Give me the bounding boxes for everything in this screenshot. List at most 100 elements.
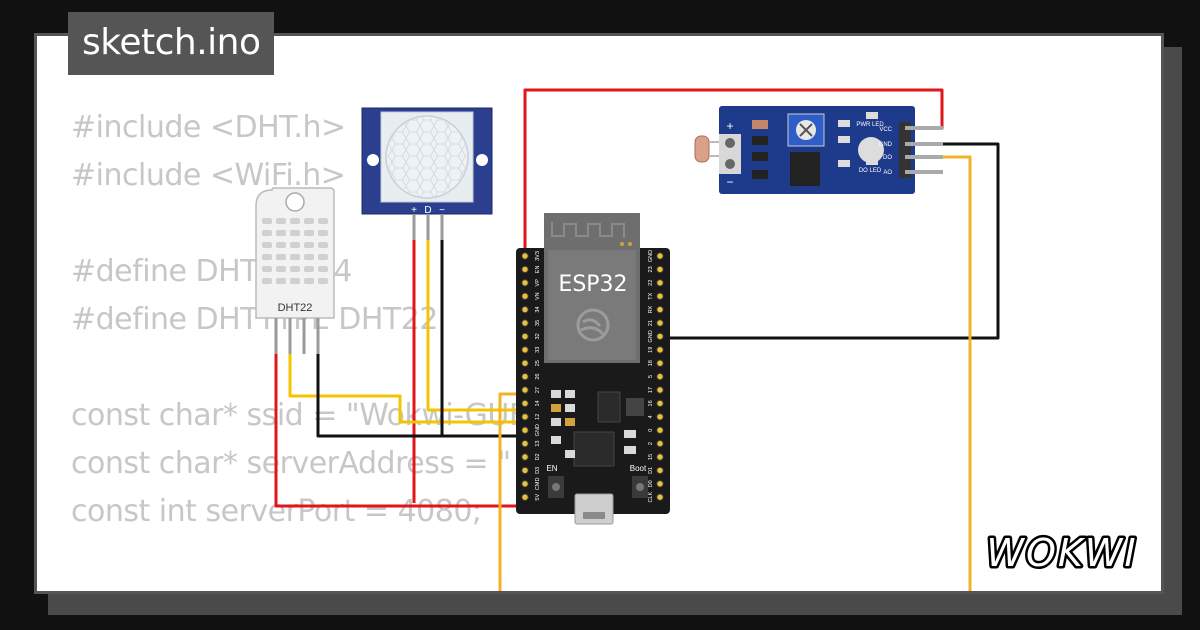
esp32-pin-label: 21 [648,320,654,326]
esp32-pin[interactable] [656,426,664,434]
espressif-logo-icon [576,308,610,342]
code-line: const int serverPort = 4080; [71,494,482,529]
esp32-pin[interactable] [521,332,529,341]
esp32-pin-label: 22 [648,280,654,286]
esp32-pin[interactable] [656,399,664,408]
pir-pins [412,214,444,240]
esp32-pin-label: EN [535,266,541,274]
ldr-module[interactable]: + − PWR LED DO LED [694,106,943,194]
esp32-pin-label: 13 [535,441,541,447]
esp32-pin[interactable] [521,466,529,475]
esp32-pin[interactable] [521,413,529,421]
esp32-pin[interactable] [656,453,664,461]
esp32-pin-label: 35 [535,320,541,326]
esp32-pin-headers: 3V3ENVPVN343532332526271412GND13D2D3CMD5… [521,250,664,503]
filename-tab[interactable]: sketch.ino [68,12,275,75]
ldr-polarity-plus: + [726,119,733,133]
pir-pin-label-gnd: − [439,205,445,216]
esp32-pin[interactable] [656,439,664,448]
esp32-pin[interactable] [656,372,664,381]
esp32-pin[interactable] [521,399,529,408]
esp32-pin[interactable] [521,386,529,394]
esp32-pin-label: 34 [535,307,541,313]
esp32-pin[interactable] [521,426,529,434]
esp32-pin-label: 19 [648,347,654,353]
wire-yellow-pir-data[interactable] [426,218,525,412]
esp32-pin-label: 18 [648,360,654,366]
esp32-pin-label: VP [535,279,541,287]
esp32-pin-label: 14 [535,400,541,406]
esp32-pin[interactable] [521,279,529,287]
ldr-pin-gnd: GND [879,142,893,148]
esp32-pin[interactable] [656,493,664,501]
dht22-sensor[interactable]: DHT22 [255,187,335,354]
esp32-pin[interactable] [656,346,664,354]
esp32-pin[interactable] [656,386,664,394]
esp32-pin-label: 26 [535,374,541,380]
esp32-pin-label: 12 [535,414,541,420]
esp32-pin-label: 15 [648,454,654,460]
ldr-pin-do: DO [883,155,892,161]
esp32-pin-label: 5V [535,494,541,501]
esp32-pin[interactable] [656,359,664,367]
wire-black-ldr-gnd[interactable] [660,142,1000,340]
code-preview: #include <DHT.h>#include <WiFi.h> #defin… [71,104,587,591]
esp32-pin-label: D2 [535,453,541,460]
esp32-pin[interactable] [656,305,664,314]
code-line: WiFiClient TCPclient; [71,584,587,591]
esp32-pin[interactable] [656,319,664,327]
wire-orange-ldr-do[interactable] [905,155,972,600]
esp32-pin[interactable] [521,292,529,300]
esp32-pin-label: D0 [648,480,654,487]
wire-red-dht-5v[interactable] [274,352,525,508]
pir-pin-label-vcc: + [411,205,417,216]
esp32-pin[interactable] [656,413,664,421]
esp32-pin[interactable] [656,332,664,341]
esp32-pin[interactable] [656,265,664,274]
pwr-led-label: PWR LED [856,122,884,128]
esp32-pin[interactable] [656,279,664,287]
esp32-pin[interactable] [521,493,529,501]
esp32-pin-label: VN [535,292,541,300]
ldr-components [752,112,884,186]
ldr-polarity-minus: − [726,175,733,189]
esp32-pin[interactable] [656,466,664,475]
code-line: const char* serverAddress = " [71,446,511,481]
do-led-label: DO LED [859,168,882,174]
esp32-label: ESP32 [558,272,627,297]
esp32-pin[interactable] [521,346,529,354]
esp32-pin[interactable] [656,480,664,488]
esp32-pin-label: 3V3 [535,251,541,261]
esp32-pin[interactable] [521,359,529,367]
esp32-pin-label: 16 [648,400,654,406]
dht22-grille [262,218,328,284]
pir-sensor[interactable]: + D − [361,107,493,240]
esp32-pin[interactable] [521,480,529,488]
esp32-pin[interactable] [656,252,664,260]
ldr-pins [905,126,943,174]
esp32-pin[interactable] [521,305,529,314]
ldr-pin-ao: AO [883,170,892,176]
usb-port[interactable] [574,493,614,525]
esp32-pin-label: TX [648,292,654,299]
wires [274,88,1000,600]
esp32-pin-label: D3 [535,467,541,474]
esp32-pin[interactable] [656,292,664,300]
esp32-pin-label: GND [648,330,654,342]
boot-button[interactable] [632,476,648,498]
esp32-pin[interactable] [521,252,529,260]
en-button[interactable] [548,476,564,498]
esp32-pin[interactable] [521,372,529,381]
esp32-pin-label: RX [648,305,654,313]
dht22-label: DHT22 [278,302,313,314]
esp32-pin-label: 32 [535,333,541,339]
esp32-pin[interactable] [521,439,529,448]
esp32-pin[interactable] [521,319,529,327]
code-line: #include <DHT.h> [71,110,346,145]
esp32-pin[interactable] [521,265,529,274]
wire-black-dht-gnd[interactable] [316,352,525,438]
esp32-pin[interactable] [521,453,529,461]
esp32-pin-label: 0 [648,429,654,432]
esp32-board[interactable]: ESP32 3V3ENVPVN343532332526271412GND13D2… [516,213,670,525]
